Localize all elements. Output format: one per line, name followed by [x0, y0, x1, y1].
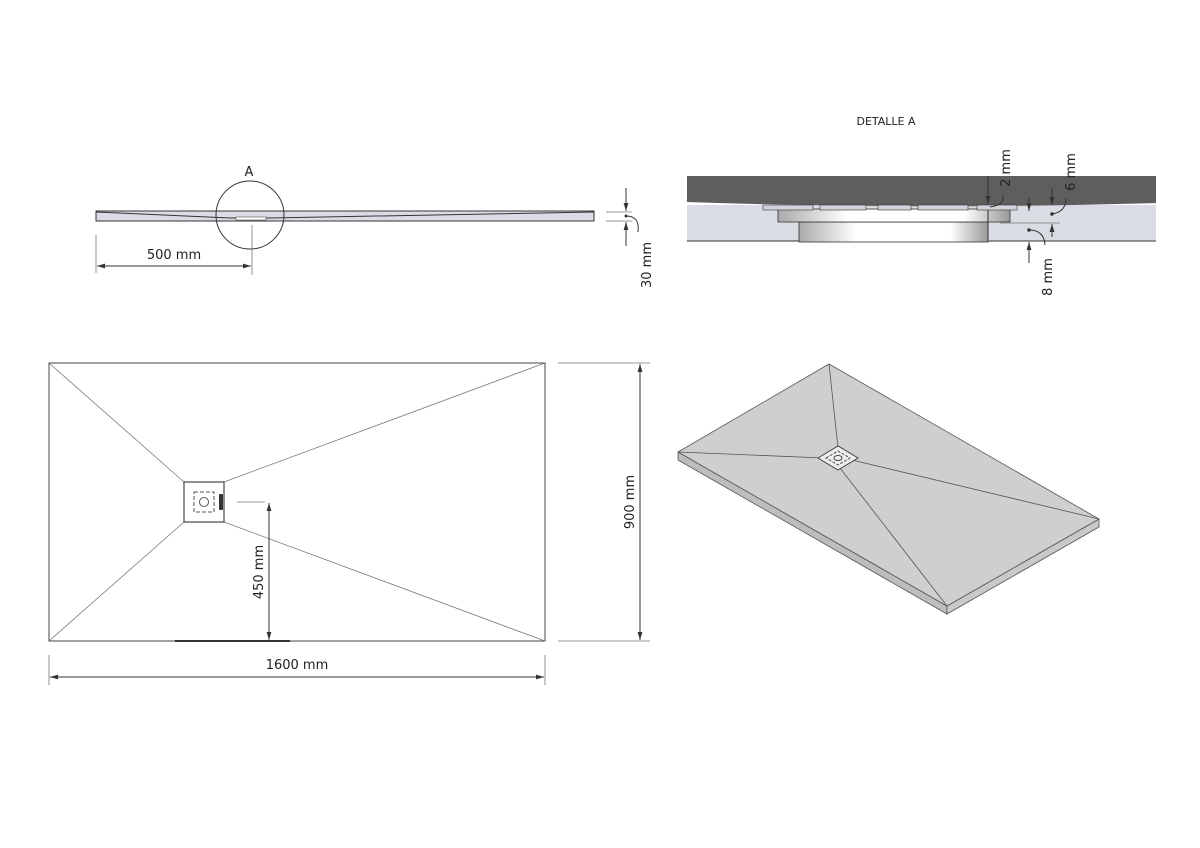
width-dimension-label: 900 mm — [623, 475, 638, 529]
tray-top-surface — [677, 363, 1100, 607]
detail-dimension-2mm: 2 mm — [999, 149, 1014, 187]
detail-title: DETALLE A — [856, 115, 916, 128]
tray-profile — [95, 210, 595, 222]
detail-a-circle — [215, 180, 285, 250]
plan-view: 450 mm 1600 mm 900 mm — [48, 362, 650, 685]
tray-top-dark — [687, 176, 1156, 207]
detail-marker: A — [245, 165, 254, 180]
detail-dimension-6mm: 6 mm — [1064, 153, 1079, 191]
iso-drain-icon — [817, 445, 859, 471]
length-dimension-label: 1600 mm — [266, 658, 329, 673]
drain-offset-dimension-label: 450 mm — [252, 545, 267, 599]
detail-a-view: DETALLE A 2 mm 6 mm 8 mm — [687, 115, 1156, 296]
side-view: A 500 mm 30 mm — [95, 165, 655, 288]
tray-outline — [48, 362, 546, 642]
drain-icon — [183, 481, 225, 523]
detail-dimension-8mm: 8 mm — [1041, 258, 1056, 296]
drain-grate — [762, 204, 1018, 211]
thickness-dimension-label: 30 mm — [640, 242, 655, 288]
isometric-view — [677, 363, 1100, 615]
offset-dimension-label: 500 mm — [147, 248, 201, 263]
